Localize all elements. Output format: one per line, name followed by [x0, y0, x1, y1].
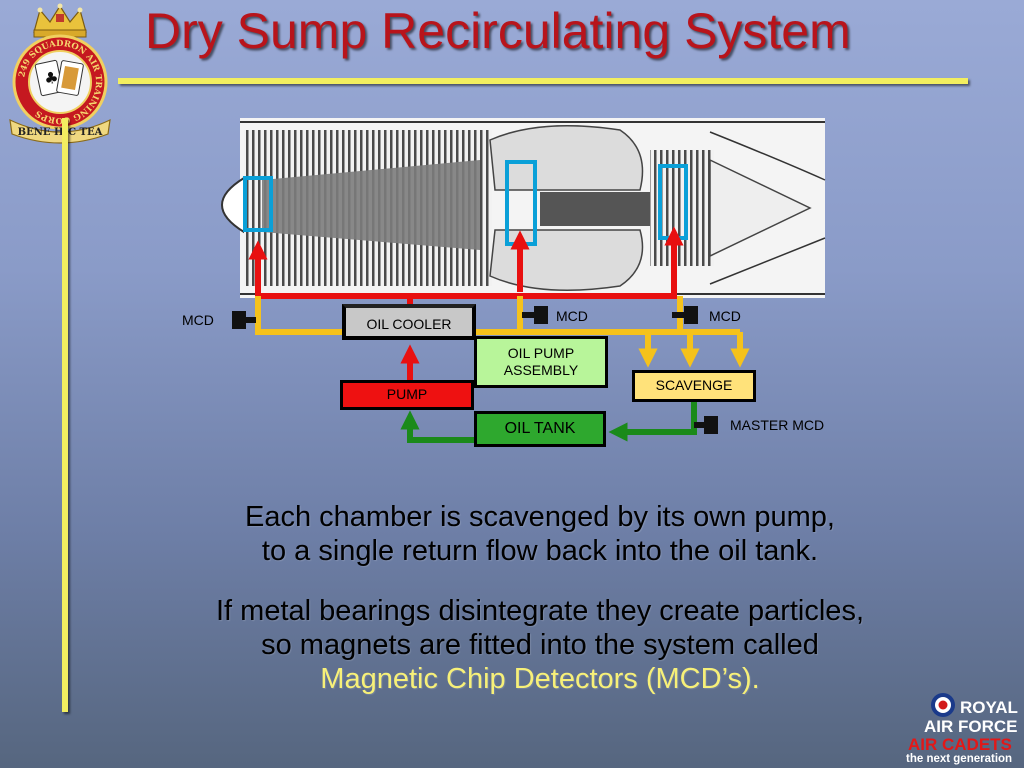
pump-box: PUMP: [340, 380, 474, 410]
oil-system-diagram: [221, 118, 826, 443]
raf-line-air-force: AIR FORCE: [924, 717, 1018, 736]
crown-icon: [33, 3, 87, 38]
oil-pump-label-line2: ASSEMBLY: [503, 362, 579, 378]
slide-title: Dry Sump Recirculating System: [145, 3, 851, 59]
oil-pump-label-line1: OIL PUMP: [507, 344, 575, 361]
paragraph2-line2: so magnets are fitted into the system ca…: [261, 629, 819, 661]
jet-engine-illustration: [221, 118, 826, 298]
pump-label: PUMP: [386, 386, 428, 403]
oil-tank-box: OIL TANK: [474, 411, 606, 447]
scavenge-line: [255, 296, 750, 368]
raf-roundel-icon: [931, 693, 955, 717]
raf-air-cadets-logo: ROYAL AIR FORCE AIR CADETS the next gene…: [902, 692, 1024, 768]
feed-line: [248, 226, 684, 380]
scavenge-box: SCAVENGE: [632, 370, 756, 402]
explanation-paragraph-1: Each chamber is scavenged by its own pum…: [90, 500, 990, 568]
svg-text:♣: ♣: [42, 67, 60, 89]
raf-line-royal: ROYAL: [960, 698, 1018, 717]
left-accent-line: [62, 118, 68, 712]
return-line: [400, 400, 697, 443]
master-mcd-label: MASTER MCD: [730, 417, 825, 433]
raf-line-air-cadets: AIR CADETS: [908, 735, 1012, 754]
mcd-label-right: MCD: [709, 308, 741, 324]
oil-cooler-label: OIL COOLER: [366, 316, 452, 333]
crest-motto: BENE HIC TEA: [18, 127, 103, 138]
paragraph2-line3-highlight: Magnetic Chip Detectors (MCD’s).: [320, 663, 760, 695]
paragraph1-line2: to a single return flow back into the oi…: [261, 535, 819, 567]
oil-cooler-box: OIL COOLER: [342, 304, 476, 340]
scavenge-label: SCAVENGE: [655, 377, 733, 394]
mcd-label-left: MCD: [182, 312, 214, 328]
squadron-crest-logo: 249 SQUADRON AIR TRAINING CORPS ♣ BENE H…: [9, 3, 111, 144]
front-bearing-marker: [243, 176, 273, 232]
paragraph2-line1: If metal bearings disintegrate they crea…: [216, 595, 864, 627]
title-underline: [118, 78, 968, 84]
raf-line-tagline: the next generation: [906, 753, 1013, 765]
paragraph1-line1: Each chamber is scavenged by its own pum…: [245, 501, 835, 533]
mcd-plug-icon: [232, 306, 718, 434]
oil-tank-label: OIL TANK: [504, 420, 576, 437]
mcd-label-middle: MCD: [556, 308, 588, 324]
explanation-paragraph-2: If metal bearings disintegrate they crea…: [90, 594, 990, 696]
playing-cards-icon: ♣: [34, 59, 84, 97]
